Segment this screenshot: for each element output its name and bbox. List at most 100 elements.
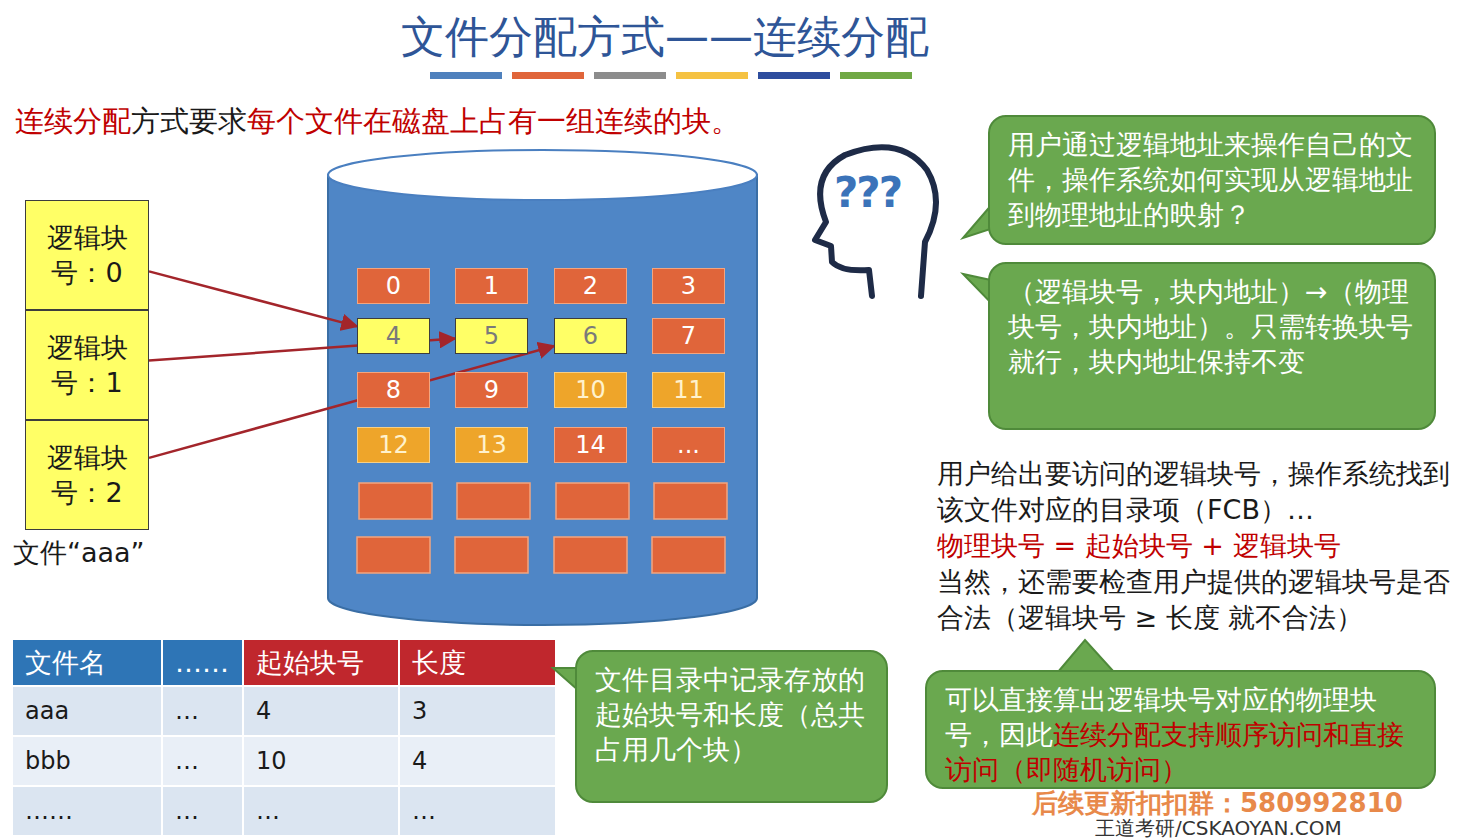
disk-block: 7 [652, 318, 725, 354]
table-cell: 10 [244, 737, 398, 785]
logical-block-box: 逻辑块号：2 [25, 420, 149, 530]
block-label: 逻辑块号：0 [42, 220, 132, 290]
bar [840, 72, 912, 79]
table-header: 文件名 [13, 640, 161, 685]
callout-tail [1058, 640, 1114, 672]
disk-block: 0 [357, 268, 430, 304]
subtitle-text: 方式要求 [131, 102, 247, 142]
table-cell: … [244, 787, 398, 835]
disk-block [554, 537, 627, 573]
disk-block: 2 [554, 268, 627, 304]
disk-block: 1 [455, 268, 528, 304]
block-label: 12 [378, 431, 409, 459]
disk-block: 6 [554, 318, 627, 354]
block-label: 逻辑块号：2 [42, 440, 132, 510]
question-marks: ??? [834, 168, 901, 217]
table-cell [400, 787, 555, 835]
table-cell [244, 687, 398, 735]
block-label: 3 [681, 272, 696, 300]
disk-block: 11 [652, 372, 725, 408]
disk-block [455, 537, 528, 573]
disk-block [556, 483, 629, 519]
disk-block: 14 [554, 427, 627, 463]
table-header-cell [400, 640, 555, 685]
callout-bubble: 可以直接算出逻辑块号对应的物理块号，因此连续分配支持顺序访问和直接访问（即随机访… [925, 670, 1436, 789]
disk-block: 3 [652, 268, 725, 304]
disk-top [328, 150, 757, 200]
table-cell: … [163, 787, 242, 835]
block-label: 9 [484, 376, 499, 404]
block-label: 6 [583, 322, 598, 350]
table-cell: 4 [400, 737, 555, 785]
table-cell [13, 687, 161, 735]
watermark: 王道考研/CSKAOYAN.COM [1095, 815, 1342, 840]
table-cell: 3 [400, 687, 555, 735]
disk-cylinder [328, 150, 757, 625]
disk-block [357, 537, 430, 573]
table-cells [13, 640, 555, 835]
mapping-arrow [149, 271, 357, 326]
disk-block [654, 483, 727, 519]
disk-body [328, 175, 757, 625]
table-cell [163, 787, 242, 835]
disk-block: 8 [357, 372, 430, 408]
disk-block: 12 [357, 427, 430, 463]
callout-text: 用户通过逻辑地址来操作自己的文件，操作系统如何实现从逻辑地址到物理地址的映射？ [1008, 129, 1413, 230]
block-label: 4 [386, 322, 401, 350]
block-label: 0 [386, 272, 401, 300]
callout-text: 文件目录中记录存放的起始块号和长度（总共占用几个块） [595, 664, 865, 765]
disk-block: 5 [455, 318, 528, 354]
block-label: 8 [386, 376, 401, 404]
bar [594, 72, 666, 79]
block-label: 7 [681, 322, 696, 350]
logical-block-box: 逻辑块号：1 [25, 310, 149, 420]
table-cell: …… [13, 787, 161, 835]
callout-text: （逻辑块号，块内地址）→（物理块号，块内地址）。只需转换块号就行，块内地址保持不… [1008, 276, 1413, 377]
table-cell [13, 787, 161, 835]
watermark: 后续更新扣扣群：580992810 [1032, 786, 1403, 821]
callout-bubble: 文件目录中记录存放的起始块号和长度（总共占用几个块） [575, 650, 888, 803]
table-cell [244, 737, 398, 785]
table-cell: … [163, 687, 242, 735]
disk-block [457, 483, 530, 519]
block-label: 14 [575, 431, 606, 459]
table-header: …… [163, 640, 242, 685]
table-cell [163, 737, 242, 785]
table-header: 起始块号 [244, 640, 398, 685]
table-header-cell [13, 640, 161, 685]
table-cell [400, 687, 555, 735]
note-text: 用户给出要访问的逻辑块号，操作系统找到该文件对应的目录项（FCB）… [937, 456, 1453, 528]
disk-block: 13 [455, 427, 528, 463]
table-cell [163, 687, 242, 735]
table-cell [244, 787, 398, 835]
subtitle-text: 连续分配 [15, 102, 131, 142]
table-header-cell [163, 640, 242, 685]
disk-block: ... [652, 427, 725, 463]
block-label: 10 [575, 376, 606, 404]
bar [758, 72, 830, 79]
formula-text: 物理块号 = 起始块号 + 逻辑块号 [937, 528, 1453, 564]
table-cell: aaa [13, 687, 161, 735]
block-label: ... [677, 431, 700, 459]
bar [512, 72, 584, 79]
note-text: 当然，还需要检查用户提供的逻辑块号是否合法（逻辑块号 ≥ 长度 就不合法） [937, 564, 1453, 636]
title-bars [430, 72, 912, 79]
table-cell: … [400, 787, 555, 835]
subtitle-line: 连续分配方式要求每个文件在磁盘上占有一组连续的块。 [15, 102, 740, 142]
table-cell [13, 737, 161, 785]
table-header-cell [244, 640, 398, 685]
logical-block-box: 逻辑块号：0 [25, 200, 149, 310]
table-cell: … [163, 737, 242, 785]
callout-bubble: 用户通过逻辑地址来操作自己的文件，操作系统如何实现从逻辑地址到物理地址的映射？ [988, 115, 1436, 245]
title: 文件分配方式——连续分配 [330, 8, 1000, 67]
block-label: 5 [484, 322, 499, 350]
table-header: 长度 [400, 640, 555, 685]
subtitle-text: 每个文件在磁盘上占有一组连续的块。 [247, 102, 740, 142]
block-label: 1 [484, 272, 499, 300]
block-label: 13 [476, 431, 507, 459]
disk-block [652, 537, 725, 573]
empty-blocks [357, 483, 727, 573]
disk-block: 9 [455, 372, 528, 408]
disk-block: 10 [554, 372, 627, 408]
